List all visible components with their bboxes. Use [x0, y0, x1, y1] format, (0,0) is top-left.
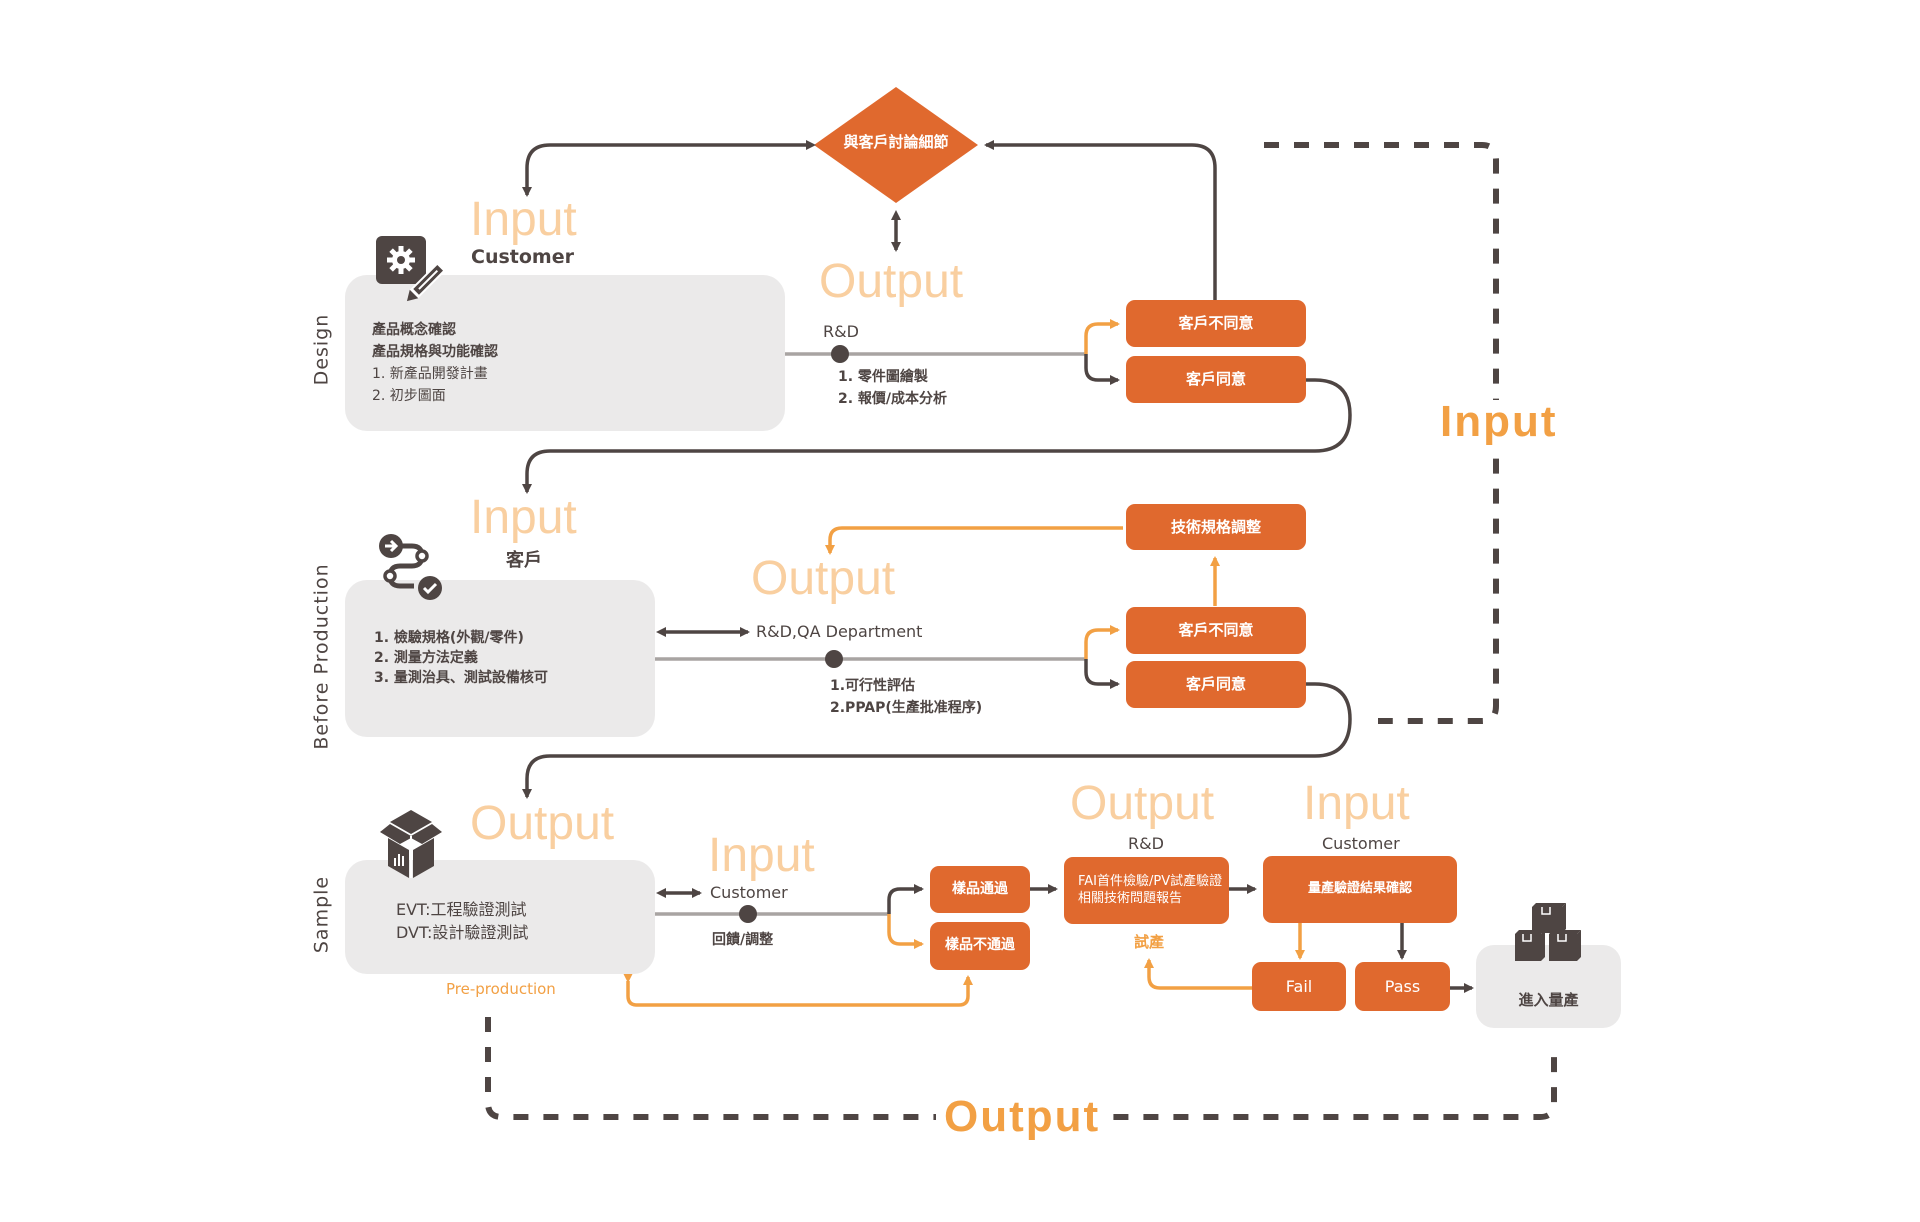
design-panel-line-1: 產品概念確認: [372, 322, 456, 338]
arrow-adjust-to-output: [825, 526, 1123, 555]
sample-input-word: Input: [708, 829, 815, 882]
design-output-item-1: 1. 零件圖繪製: [838, 369, 928, 385]
mass-production-label: 進入量產: [1518, 991, 1579, 1009]
stage-label-sample: Sample: [310, 875, 333, 954]
sample-fail-box: 樣品不通過: [930, 922, 1030, 970]
workflow-icon: [379, 534, 442, 600]
stage-label-design: Design: [310, 313, 333, 386]
design-panel-line-4: 2. 初步圖面: [372, 388, 446, 404]
bp-output-party: R&D,QA Department: [756, 622, 923, 641]
sample-feedback-label: 回饋/調整: [712, 932, 774, 948]
feedback-loop: [623, 973, 973, 1007]
bp-panel-line-2: 2. 測量方法定義: [374, 650, 478, 666]
trial-caption: 試產: [1134, 933, 1165, 951]
bp-panel-line-3: 3. 量測治具、測試設備核可: [374, 670, 548, 686]
right-loop-input-label: Input: [1432, 400, 1566, 444]
before-production-panel: [345, 580, 655, 737]
confirm-fail-box: Fail: [1252, 962, 1346, 1011]
confirm-input-word: Input: [1303, 777, 1410, 830]
confirm-box: 量產驗證結果確認: [1263, 856, 1457, 923]
arrow-fail-to-trial: [1144, 958, 1252, 990]
branch-to-accept: [1084, 354, 1120, 385]
design-input-word: Input: [470, 193, 577, 246]
dashed-output-loop: [485, 1017, 1557, 1120]
open-box-icon: [380, 810, 442, 878]
mass-production-panel: [1476, 945, 1621, 1028]
sample-panel-line-1: EVT:工程驗證測試: [396, 900, 527, 919]
design-output-party: R&D: [823, 322, 859, 341]
confirm-pass-box: Pass: [1355, 962, 1450, 1011]
bp-adjust-box: 技術規格調整: [1126, 504, 1306, 550]
arrow-decision-to-design: [522, 140, 816, 197]
trial-party: R&D: [1128, 834, 1164, 853]
sample-flow-dot: [739, 905, 757, 923]
stacked-boxes-icon: [1515, 903, 1581, 961]
bp-flow-dot: [825, 650, 843, 668]
bp-accept-box: 客戶同意: [1126, 661, 1306, 708]
bp-branch-to-reject: [1084, 625, 1120, 659]
bp-branch-to-accept: [1084, 659, 1120, 689]
arrow-reject-to-decision: [984, 140, 1217, 300]
sample-panel: [345, 860, 655, 974]
sample-branch-to-fail: [887, 914, 924, 949]
bp-input-word: Input: [470, 491, 577, 544]
sample-output-word: Output: [470, 797, 615, 850]
bottom-loop-output-label: Output: [936, 1095, 1109, 1139]
design-accept-box: 客戶同意: [1126, 356, 1306, 403]
bp-reject-box: 客戶不同意: [1126, 607, 1306, 654]
trial-box-line-2: 相關技術問題報告: [1078, 890, 1183, 906]
branch-to-reject: [1084, 319, 1120, 354]
confirm-party: Customer: [1322, 834, 1400, 853]
design-panel-line-2: 產品規格與功能確認: [372, 344, 498, 360]
arrow-bp-to-sample: [522, 682, 1352, 799]
bp-output-item-2: 2.PPAP(生產批准程序): [830, 700, 983, 716]
bp-panel-line-1: 1. 檢驗規格(外觀/零件): [374, 630, 524, 646]
arrow-design-to-before-production: [522, 378, 1352, 494]
bp-output-item-1: 1.可行性評估: [830, 678, 916, 694]
sample-branch-to-pass: [887, 884, 924, 914]
design-input-party: Customer: [471, 246, 574, 268]
design-panel: [345, 275, 785, 431]
decision-label: 與客戶討論細節: [843, 133, 949, 151]
design-reject-box: 客戶不同意: [1126, 300, 1306, 347]
sample-panel-line-2: DVT:設計驗證測試: [396, 923, 529, 942]
design-output-word: Output: [819, 255, 964, 308]
trial-output-word: Output: [1070, 777, 1215, 830]
sample-pass-box: 樣品通過: [930, 866, 1030, 913]
sample-input-party: Customer: [710, 883, 788, 902]
design-output-item-2: 2. 報價/成本分析: [838, 391, 948, 407]
gear-pencil-icon: [376, 236, 447, 302]
design-panel-line-3: 1. 新產品開發計畫: [372, 366, 488, 382]
trial-box: FAI首件檢驗/PV試產驗證 相關技術問題報告: [1064, 857, 1229, 924]
bp-output-word: Output: [751, 552, 896, 605]
bp-input-party: 客戶: [506, 550, 542, 571]
sample-panel-caption: Pre-production: [446, 980, 556, 998]
decision-diamond: [814, 87, 978, 203]
design-flow-dot: [831, 345, 849, 363]
trial-box-line-1: FAI首件檢驗/PV試產驗證: [1078, 874, 1223, 890]
stage-label-before-production: Before Production: [310, 563, 333, 750]
